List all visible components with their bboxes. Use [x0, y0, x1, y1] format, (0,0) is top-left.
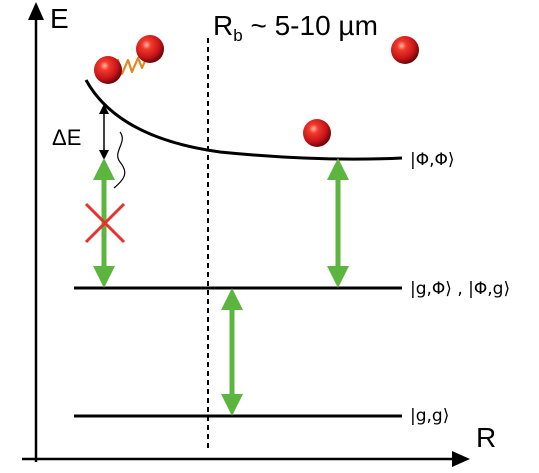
allowed-excitation-arrow-far: [327, 158, 349, 288]
blockade-radius-main: R: [213, 10, 233, 41]
energy-shift-wavy-line: [114, 132, 125, 188]
atom-icon-close-left: [94, 56, 122, 84]
energy-shift-label: ΔE: [52, 125, 81, 150]
ground-excitation-arrow: [221, 288, 243, 416]
doubly-excited-potential-curve: [86, 80, 402, 159]
y-axis-arrowhead: [28, 2, 44, 20]
blockade-radius-subscript: b: [233, 26, 242, 45]
atom-icon-close-right: [136, 35, 164, 63]
doubly-excited-label: |Φ,Φ⟩: [410, 150, 455, 170]
atom-icon-far-upper: [391, 36, 419, 64]
ground-level-label: |g,g⟩: [410, 406, 449, 426]
y-axis-label: E: [50, 3, 69, 34]
blockade-radius-rest: ~ 5-10 µm: [243, 10, 378, 41]
x-axis-label: R: [476, 422, 496, 453]
singly-excited-label: |g,Φ⟩ , |Φ,g⟩: [410, 279, 510, 299]
atom-icon-far-lower: [303, 119, 331, 147]
blockade-radius-label: Rb ~ 5-10 µm: [213, 10, 378, 45]
x-axis-arrowhead: [452, 451, 470, 467]
